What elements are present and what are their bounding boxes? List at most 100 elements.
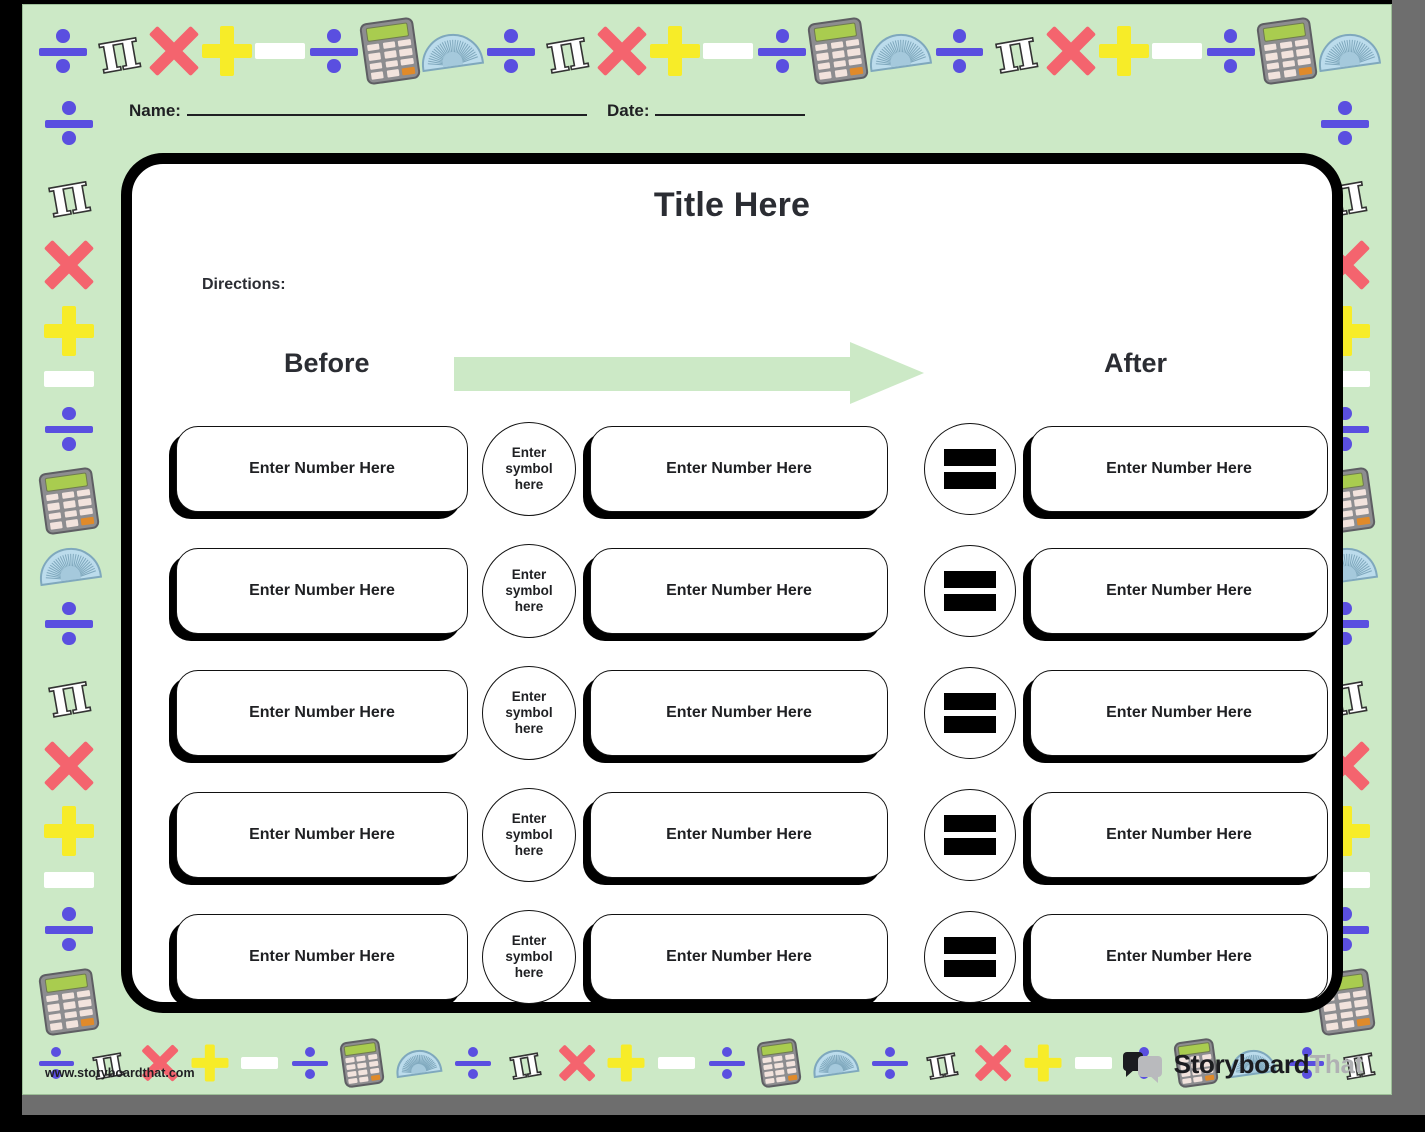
plus-icon	[1098, 26, 1149, 76]
minus-icon	[657, 1057, 695, 1069]
page-title[interactable]: Title Here	[653, 186, 811, 224]
divide-icon	[308, 25, 360, 77]
name-date-row: Name: Date:	[129, 101, 889, 135]
after-number-input[interactable]: Enter Number Here	[1030, 426, 1328, 512]
calculator-icon	[1255, 16, 1318, 86]
plus-icon	[607, 1044, 645, 1082]
pi-icon: π	[42, 658, 95, 732]
directions-label[interactable]: Directions:	[202, 276, 286, 293]
plus-icon	[1024, 1044, 1062, 1082]
symbol-line-1: Enter	[511, 811, 547, 827]
pi-icon: π	[922, 1035, 962, 1090]
equals-icon	[924, 423, 1016, 515]
symbol-line-2: symbol	[505, 461, 553, 477]
plus-icon	[44, 806, 94, 857]
operand-number-input[interactable]: Enter Number Here	[590, 670, 888, 756]
bottom-gray-strip	[22, 1095, 1425, 1115]
pi-icon: π	[92, 14, 145, 88]
protractor-icon	[35, 543, 103, 587]
minus-icon	[1074, 1057, 1112, 1069]
date-input-line[interactable]	[655, 114, 806, 116]
divide-icon	[1288, 1044, 1326, 1082]
calculator-icon	[807, 16, 870, 86]
logo-text-gray: That	[1309, 1049, 1363, 1079]
pi-icon: π	[42, 158, 95, 232]
before-number-input[interactable]: Enter Number Here	[176, 792, 468, 878]
calculator-icon	[37, 466, 101, 536]
plus-icon	[202, 26, 253, 76]
protractor-icon	[393, 1047, 443, 1079]
divide-icon	[37, 25, 89, 77]
symbol-line-2: symbol	[505, 583, 553, 599]
operand-number-input[interactable]: Enter Number Here	[590, 914, 888, 1000]
pi-icon: π	[88, 1035, 128, 1090]
divide-icon	[708, 1044, 746, 1082]
pi-icon: π	[989, 14, 1042, 88]
times-icon	[43, 740, 95, 791]
name-input-line[interactable]	[186, 114, 587, 116]
divide-icon	[871, 1044, 909, 1082]
protractor-icon	[866, 29, 933, 73]
site-url: www.storyboardthat.com	[45, 1066, 195, 1080]
calculator-icon	[339, 1037, 386, 1089]
divide-icon	[756, 25, 808, 77]
after-number-input[interactable]: Enter Number Here	[1030, 914, 1328, 1000]
after-number-input[interactable]: Enter Number Here	[1030, 792, 1328, 878]
operand-number-input[interactable]: Enter Number Here	[590, 548, 888, 634]
right-arrow-icon	[454, 342, 924, 404]
plus-icon	[44, 305, 94, 356]
plus-icon	[650, 26, 701, 76]
date-label: Date:	[606, 101, 650, 120]
symbol-line-2: symbol	[505, 827, 553, 843]
equals-icon	[924, 545, 1016, 637]
divide-icon	[485, 25, 537, 77]
worksheet-card: Title Here Directions: Before After Ente…	[121, 153, 1343, 1013]
calculator-icon	[756, 1037, 803, 1089]
protractor-icon	[1314, 29, 1381, 73]
minus-icon	[240, 1057, 278, 1069]
equals-icon	[924, 911, 1016, 1003]
after-number-input[interactable]: Enter Number Here	[1030, 670, 1328, 756]
before-number-input[interactable]: Enter Number Here	[176, 426, 468, 512]
storyboardthat-logo: StoryboardThat	[1122, 1049, 1363, 1083]
minus-icon	[44, 371, 94, 388]
operand-number-input[interactable]: Enter Number Here	[590, 792, 888, 878]
times-icon	[1045, 25, 1096, 77]
operand-number-input[interactable]: Enter Number Here	[590, 426, 888, 512]
after-number-input[interactable]: Enter Number Here	[1030, 548, 1328, 634]
pi-icon: π	[541, 14, 594, 88]
protractor-icon	[810, 1047, 860, 1079]
symbol-line-1: Enter	[511, 689, 547, 705]
before-number-input[interactable]: Enter Number Here	[176, 914, 468, 1000]
times-icon	[597, 25, 648, 77]
before-number-input[interactable]: Enter Number Here	[176, 548, 468, 634]
after-column-heading: After	[1104, 348, 1168, 378]
symbol-line-3: here	[514, 842, 544, 858]
logo-text-dark: Storyboard	[1173, 1049, 1310, 1079]
symbol-line-3: here	[514, 964, 544, 980]
divide-icon	[1319, 97, 1371, 149]
minus-icon	[44, 871, 94, 888]
times-icon	[148, 25, 200, 77]
divide-icon	[454, 1044, 492, 1082]
divide-icon	[43, 598, 95, 650]
calculator-icon	[359, 16, 422, 86]
symbol-line-2: symbol	[505, 949, 553, 965]
right-gray-strip	[1392, 0, 1425, 1095]
times-icon	[974, 1044, 1012, 1082]
speech-bubble-icon	[1122, 1050, 1165, 1083]
divide-icon	[1205, 25, 1257, 77]
name-label: Name:	[129, 101, 181, 120]
before-number-input[interactable]: Enter Number Here	[176, 670, 468, 756]
